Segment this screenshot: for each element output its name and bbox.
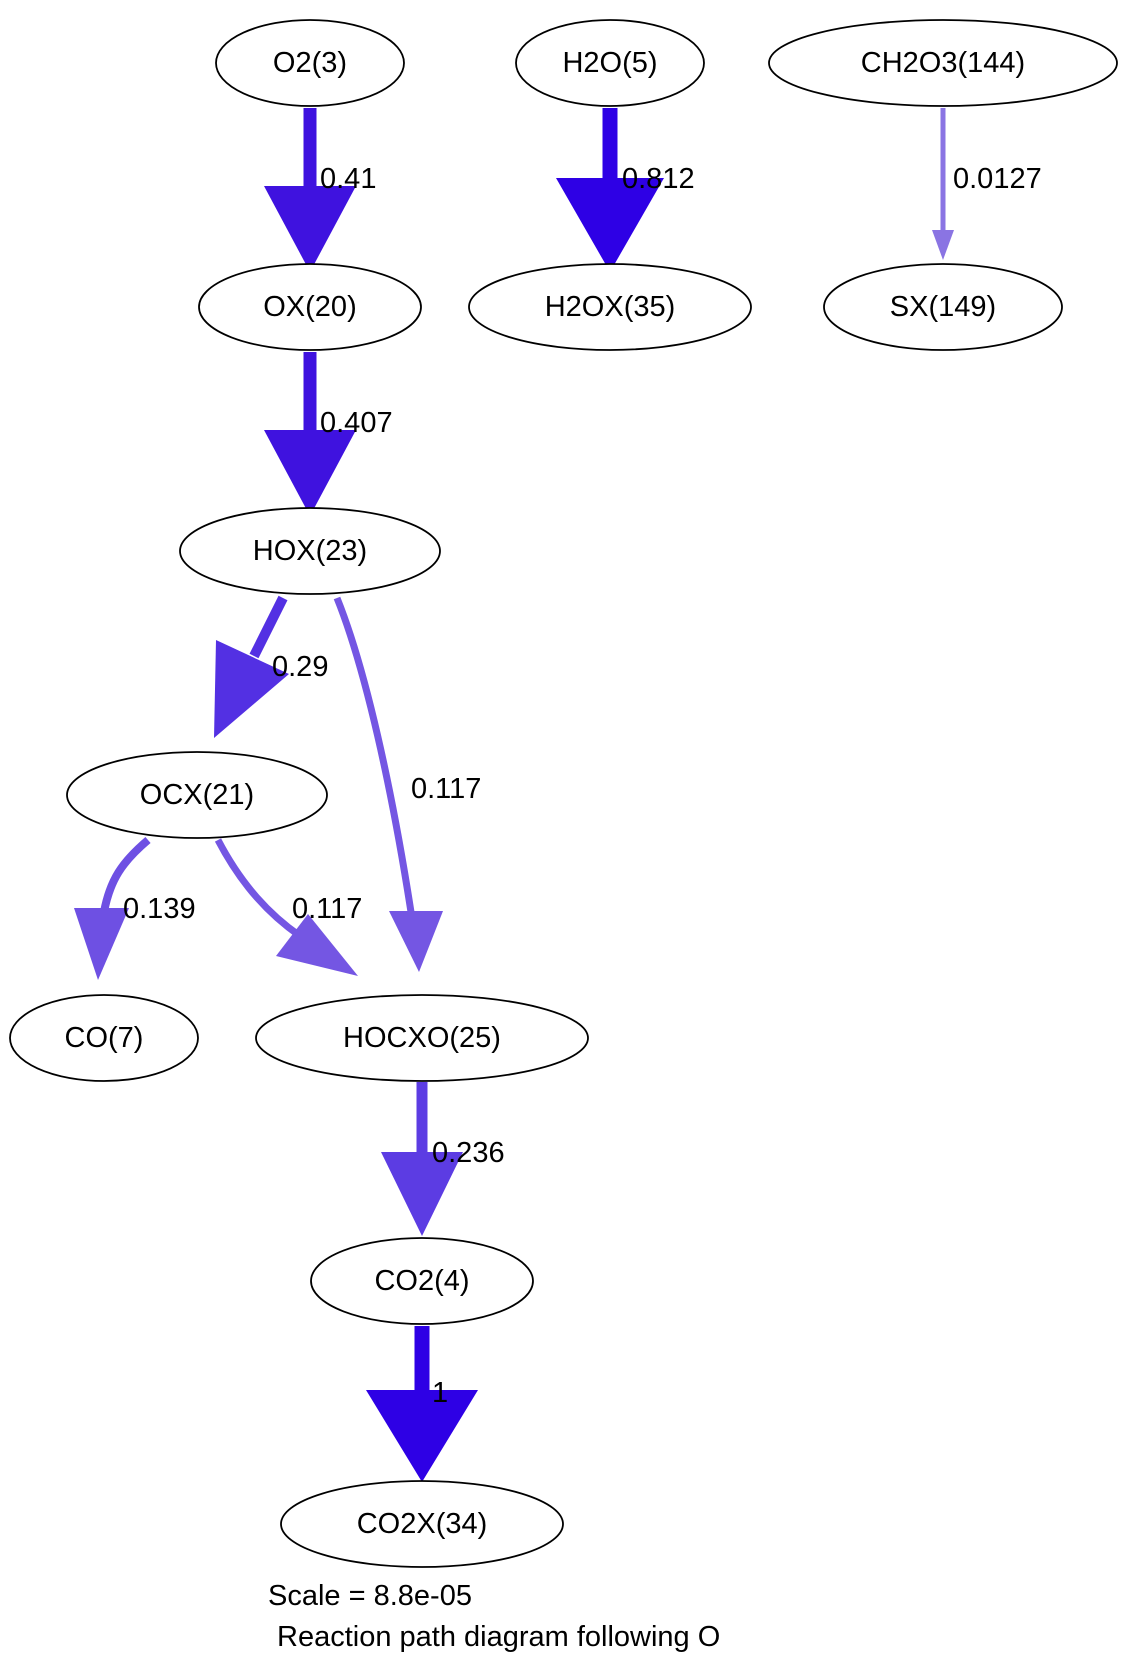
edge-label: 1 xyxy=(432,1377,448,1409)
edge-label: 0.407 xyxy=(320,407,393,439)
edge-label: 0.117 xyxy=(411,773,481,805)
node-label: OX(20) xyxy=(263,291,356,323)
node-co[interactable]: CO(7) xyxy=(9,994,199,1082)
node-o2[interactable]: O2(3) xyxy=(215,19,405,107)
edge-ocx-to-hocxo: 0.117 xyxy=(214,838,362,976)
node-label: HOCXO(25) xyxy=(343,1022,501,1054)
node-hox[interactable]: HOX(23) xyxy=(179,507,441,595)
node-co2[interactable]: CO2(4) xyxy=(310,1237,534,1325)
node-label: CO2X(34) xyxy=(357,1508,488,1540)
edge-ch2o3-to-sx: 0.0127 xyxy=(932,108,1042,260)
edge-ox-to-hox: 0.407 xyxy=(264,352,393,516)
edge-h2o-to-h2ox: 0.812 xyxy=(556,108,695,272)
node-label: CH2O3(144) xyxy=(861,47,1025,79)
edge-hox-to-hocxo: 0.117 xyxy=(333,596,481,972)
edge-label: 0.812 xyxy=(622,163,695,195)
node-label: OCX(21) xyxy=(140,779,254,811)
node-label: O2(3) xyxy=(273,47,347,79)
node-label: HOX(23) xyxy=(253,535,367,567)
edge-label: 0.29 xyxy=(272,651,328,683)
node-label: H2O(5) xyxy=(562,47,657,79)
node-ch2o3[interactable]: CH2O3(144) xyxy=(768,19,1118,107)
edge-hox-to-ocx: 0.29 xyxy=(214,595,328,738)
node-label: H2OX(35) xyxy=(545,291,676,323)
node-label: CO2(4) xyxy=(374,1265,469,1297)
scale-caption: Scale = 8.8e-05 xyxy=(268,1580,472,1612)
edge-label: 0.236 xyxy=(432,1137,505,1169)
edge-label: 0.41 xyxy=(320,163,376,195)
node-hocxo[interactable]: HOCXO(25) xyxy=(255,994,589,1082)
node-sx[interactable]: SX(149) xyxy=(823,263,1063,351)
node-ocx[interactable]: OCX(21) xyxy=(66,751,328,839)
node-ox[interactable]: OX(20) xyxy=(198,263,422,351)
edge-label: 0.139 xyxy=(123,893,196,925)
node-h2ox[interactable]: H2OX(35) xyxy=(468,263,752,351)
edge-label: 0.117 xyxy=(292,893,362,925)
edge-co2-to-co2x: 1 xyxy=(366,1326,478,1482)
edge-ocx-to-co: 0.139 xyxy=(74,836,196,980)
node-label: SX(149) xyxy=(890,291,996,323)
edge-hocxo-to-co2: 0.236 xyxy=(381,1082,505,1236)
edge-o2-to-ox: 0.41 xyxy=(264,108,376,272)
diagram-title: Reaction path diagram following O xyxy=(277,1621,720,1653)
node-co2x[interactable]: CO2X(34) xyxy=(280,1480,564,1568)
node-label: CO(7) xyxy=(65,1022,144,1054)
node-h2o[interactable]: H2O(5) xyxy=(515,19,705,107)
edge-label: 0.0127 xyxy=(953,163,1042,195)
